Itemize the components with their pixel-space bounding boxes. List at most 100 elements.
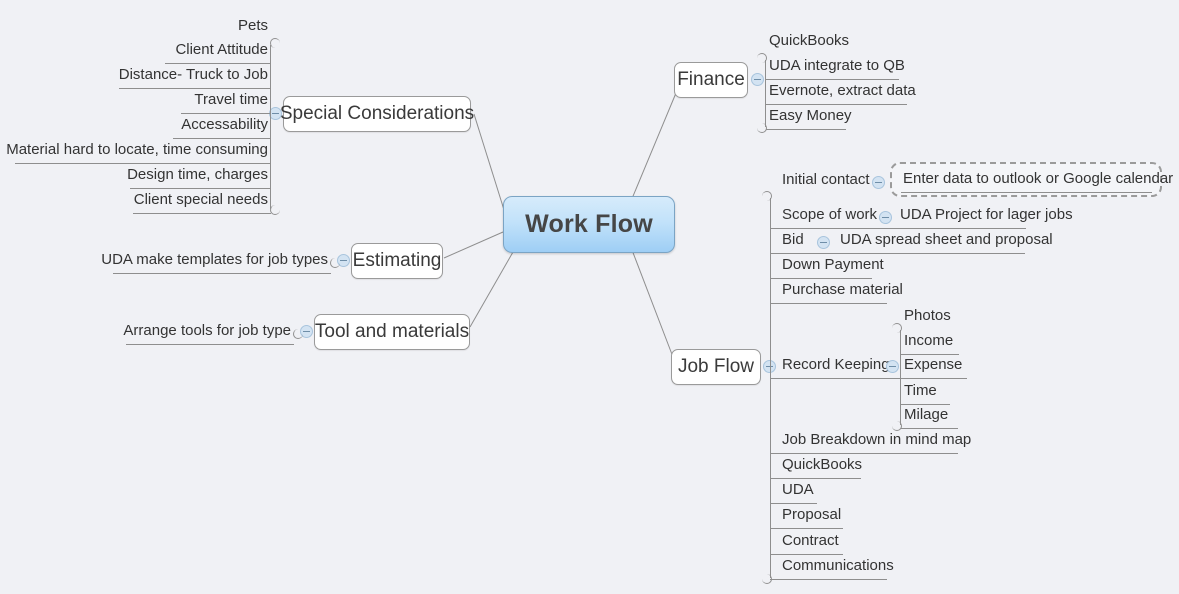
collapse-toggle-icon-initial-contact[interactable] xyxy=(872,176,885,189)
leaf-proposal[interactable]: Proposal xyxy=(779,506,979,527)
collapse-toggle-icon-record-keeping[interactable] xyxy=(886,360,899,373)
leaf-rule xyxy=(770,253,1025,254)
root-label: Work Flow xyxy=(525,210,653,238)
leaf-arrange-tools-for-job-type[interactable]: Arrange tools for job type xyxy=(100,322,294,343)
leaf-enter-data-to-outlook[interactable]: Enter data to outlook or Google calendar xyxy=(900,170,1173,191)
branch-estimating[interactable]: Estimating xyxy=(351,243,443,279)
leaf-photos[interactable]: Photos xyxy=(901,307,1011,328)
collapse-toggle-icon-bid[interactable] xyxy=(817,236,830,249)
leaf-label: Travel time xyxy=(194,91,268,108)
leaf-accessability[interactable]: Accessability xyxy=(60,116,271,137)
branch-job-flow[interactable]: Job Flow xyxy=(671,349,761,385)
leaf-rule xyxy=(126,344,294,345)
collapse-toggle-icon-special-considerations[interactable] xyxy=(269,107,282,120)
leaf-label: Down Payment xyxy=(782,256,884,273)
leaf-uda-spread-sheet-and-proposal[interactable]: UDA spread sheet and proposal xyxy=(837,231,1053,252)
root-node-work-flow[interactable]: Work Flow xyxy=(503,196,675,253)
leaf-label: QuickBooks xyxy=(769,32,850,49)
bracket-spine-job-flow xyxy=(770,198,771,578)
bracket-cap-top-job-flow xyxy=(762,191,772,201)
leaf-travel-time[interactable]: Travel time xyxy=(60,91,271,112)
leaf-rule xyxy=(770,228,1026,229)
leaf-label: Bid xyxy=(782,231,804,248)
branch-label-estimating: Estimating xyxy=(352,250,442,271)
leaf-client-special-needs[interactable]: Client special needs xyxy=(60,191,271,212)
leaf-rule xyxy=(15,163,271,164)
leaf-label: UDA xyxy=(782,481,814,498)
leaf-label: Income xyxy=(904,332,954,349)
leaf-bid[interactable]: Bid xyxy=(779,231,815,252)
leaf-distance-truck-to-job[interactable]: Distance- Truck to Job xyxy=(60,66,271,87)
leaf-rule xyxy=(770,579,887,580)
leaf-rule xyxy=(766,129,846,130)
bracket-cap-estimating xyxy=(330,258,340,268)
leaf-scope-of-work[interactable]: Scope of work xyxy=(779,206,889,227)
leaf-label: UDA spread sheet and proposal xyxy=(840,231,1053,248)
leaf-record-keeping[interactable]: Record Keeping xyxy=(779,356,894,377)
bracket-spine-finance xyxy=(765,60,766,127)
leaf-uda-integrate-to-qb[interactable]: UDA integrate to QB xyxy=(766,57,966,78)
leaf-client-attitude[interactable]: Client Attitude xyxy=(60,41,271,62)
leaf-rule xyxy=(901,192,1152,193)
leaf-label: UDA make templates for job types xyxy=(101,251,328,268)
bracket-cap-bottom-special-considerations xyxy=(270,205,280,215)
leaf-quickbooks-job-flow[interactable]: QuickBooks xyxy=(779,456,979,477)
leaf-rule xyxy=(133,213,271,214)
leaf-label: Expense xyxy=(904,356,963,373)
leaf-communications[interactable]: Communications xyxy=(779,557,979,578)
leaf-label: Purchase material xyxy=(782,281,903,298)
branch-label-finance: Finance xyxy=(677,69,745,90)
leaf-label: Milage xyxy=(904,406,949,423)
leaf-label: QuickBooks xyxy=(782,456,863,473)
leaf-rule xyxy=(173,138,271,139)
collapse-toggle-icon-job-flow[interactable] xyxy=(763,360,776,373)
leaf-rule xyxy=(901,404,950,405)
leaf-easy-money[interactable]: Easy Money xyxy=(766,107,966,128)
leaf-purchase-material[interactable]: Purchase material xyxy=(779,281,979,302)
branch-tool-and-materials[interactable]: Tool and materials xyxy=(314,314,470,350)
leaf-rule xyxy=(181,113,271,114)
leaf-rule xyxy=(766,79,899,80)
leaf-rule xyxy=(901,378,967,379)
leaf-uda-make-templates[interactable]: UDA make templates for job types xyxy=(100,251,331,272)
collapse-toggle-icon-scope-of-work[interactable] xyxy=(879,211,892,224)
leaf-income[interactable]: Income xyxy=(901,332,1011,353)
collapse-toggle-icon-finance[interactable] xyxy=(751,73,764,86)
leaf-label: UDA integrate to QB xyxy=(769,57,905,74)
leaf-rule xyxy=(770,478,861,479)
leaf-label: Easy Money xyxy=(769,107,852,124)
branch-label-tool-and-materials: Tool and materials xyxy=(314,321,470,342)
leaf-milage[interactable]: Milage xyxy=(901,406,1011,427)
branch-label-job-flow: Job Flow xyxy=(677,356,755,377)
leaf-initial-contact[interactable]: Initial contact xyxy=(779,171,879,192)
leaf-quickbooks-finance[interactable]: QuickBooks xyxy=(766,32,966,53)
leaf-label: Material hard to locate, time consuming xyxy=(6,141,268,158)
bracket-cap-bottom-record-keeping xyxy=(892,421,902,431)
branch-special-considerations[interactable]: Special Considerations xyxy=(280,96,474,132)
leaf-rule xyxy=(119,88,271,89)
leaf-down-payment[interactable]: Down Payment xyxy=(779,256,979,277)
leaf-rule xyxy=(770,453,958,454)
leaf-label: Scope of work xyxy=(782,206,878,223)
leaf-rule xyxy=(165,63,271,64)
leaf-contract[interactable]: Contract xyxy=(779,532,979,553)
leaf-label: Enter data to outlook or Google calendar xyxy=(903,170,1174,187)
leaf-expense[interactable]: Expense xyxy=(901,356,1011,377)
leaf-design-time-charges[interactable]: Design time, charges xyxy=(60,166,271,187)
leaf-material-hard-to-locate[interactable]: Material hard to locate, time consuming xyxy=(6,141,271,162)
leaf-label: Arrange tools for job type xyxy=(123,322,291,339)
branch-finance[interactable]: Finance xyxy=(674,62,748,98)
leaf-label: Design time, charges xyxy=(127,166,268,183)
leaf-label: Photos xyxy=(904,307,951,324)
leaf-evernote-extract-data[interactable]: Evernote, extract data xyxy=(766,82,966,103)
leaf-label: Time xyxy=(904,382,937,399)
selected-node-marquee[interactable] xyxy=(890,162,1162,197)
leaf-pets[interactable]: Pets xyxy=(60,17,271,38)
leaf-job-breakdown-in-mind-map[interactable]: Job Breakdown in mind map xyxy=(779,431,999,452)
bracket-spine-record-keeping xyxy=(900,330,901,425)
leaf-rule xyxy=(113,273,331,274)
bracket-cap-top-special-considerations xyxy=(270,38,280,48)
leaf-time[interactable]: Time xyxy=(901,382,1011,403)
leaf-uda[interactable]: UDA xyxy=(779,481,979,502)
leaf-uda-project-for-lager-jobs[interactable]: UDA Project for lager jobs xyxy=(897,206,1077,227)
